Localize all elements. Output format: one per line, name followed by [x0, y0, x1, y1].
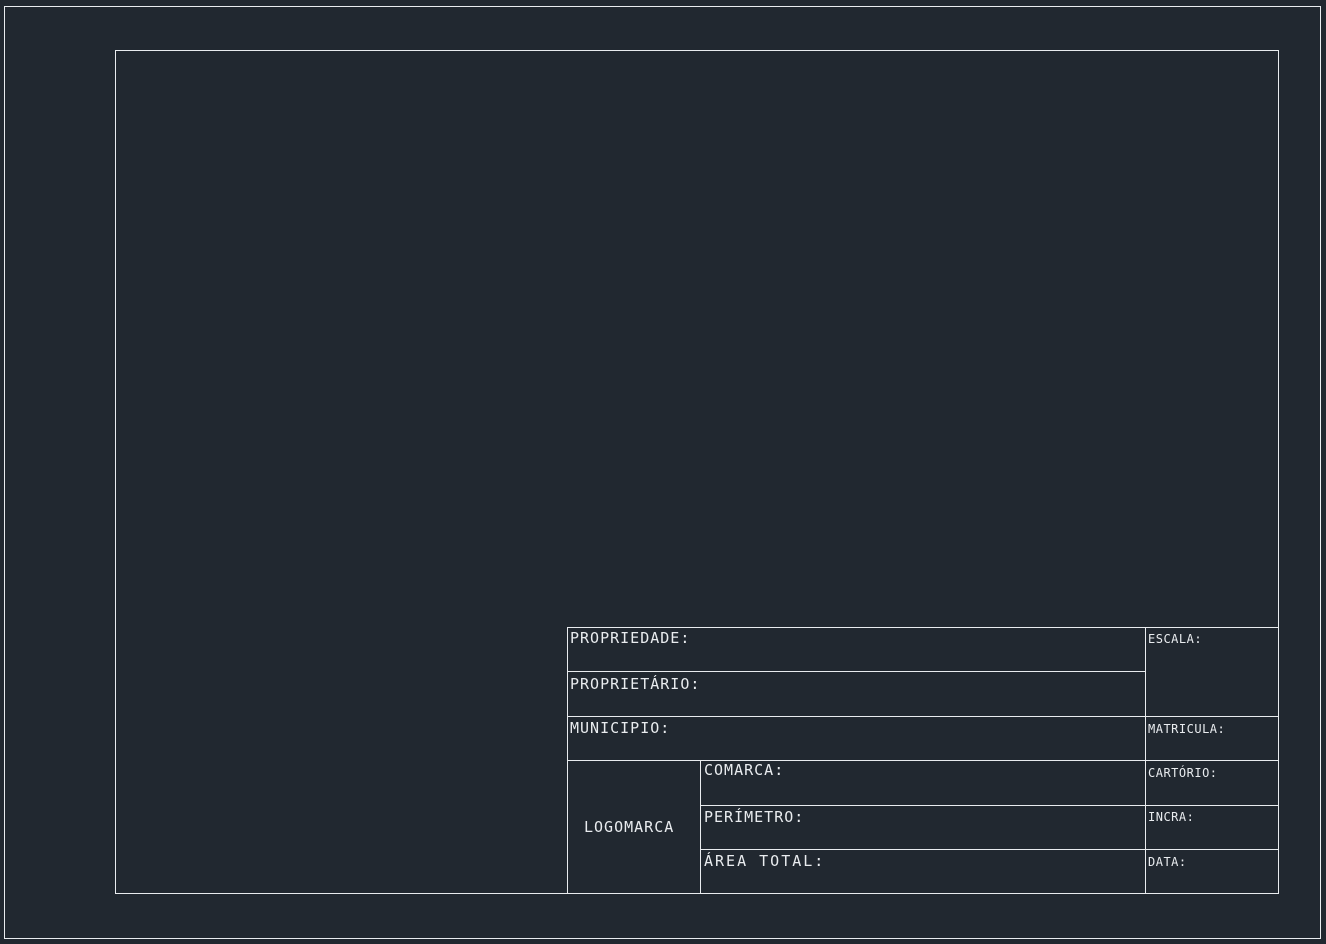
label-matricula: MATRICULA: — [1148, 722, 1226, 736]
sheet-outer-border — [4, 6, 1321, 939]
label-incra: INCRA: — [1148, 810, 1195, 824]
label-proprietario: PROPRIETÁRIO: — [570, 675, 701, 693]
label-cartorio: CARTÓRIO: — [1148, 766, 1218, 780]
label-perimetro: PERÍMETRO: — [704, 808, 805, 826]
label-municipio: MUNICIPIO: — [570, 719, 671, 737]
label-data: DATA: — [1148, 855, 1187, 869]
label-propriedade: PROPRIEDADE: — [570, 629, 691, 647]
label-comarca: COMARCA: — [704, 761, 785, 779]
label-escala: ESCALA: — [1148, 632, 1203, 646]
drawing-frame — [115, 50, 1279, 894]
label-logomarca: LOGOMARCA — [584, 818, 675, 836]
label-area-total: ÁREA TOTAL: — [704, 852, 826, 870]
